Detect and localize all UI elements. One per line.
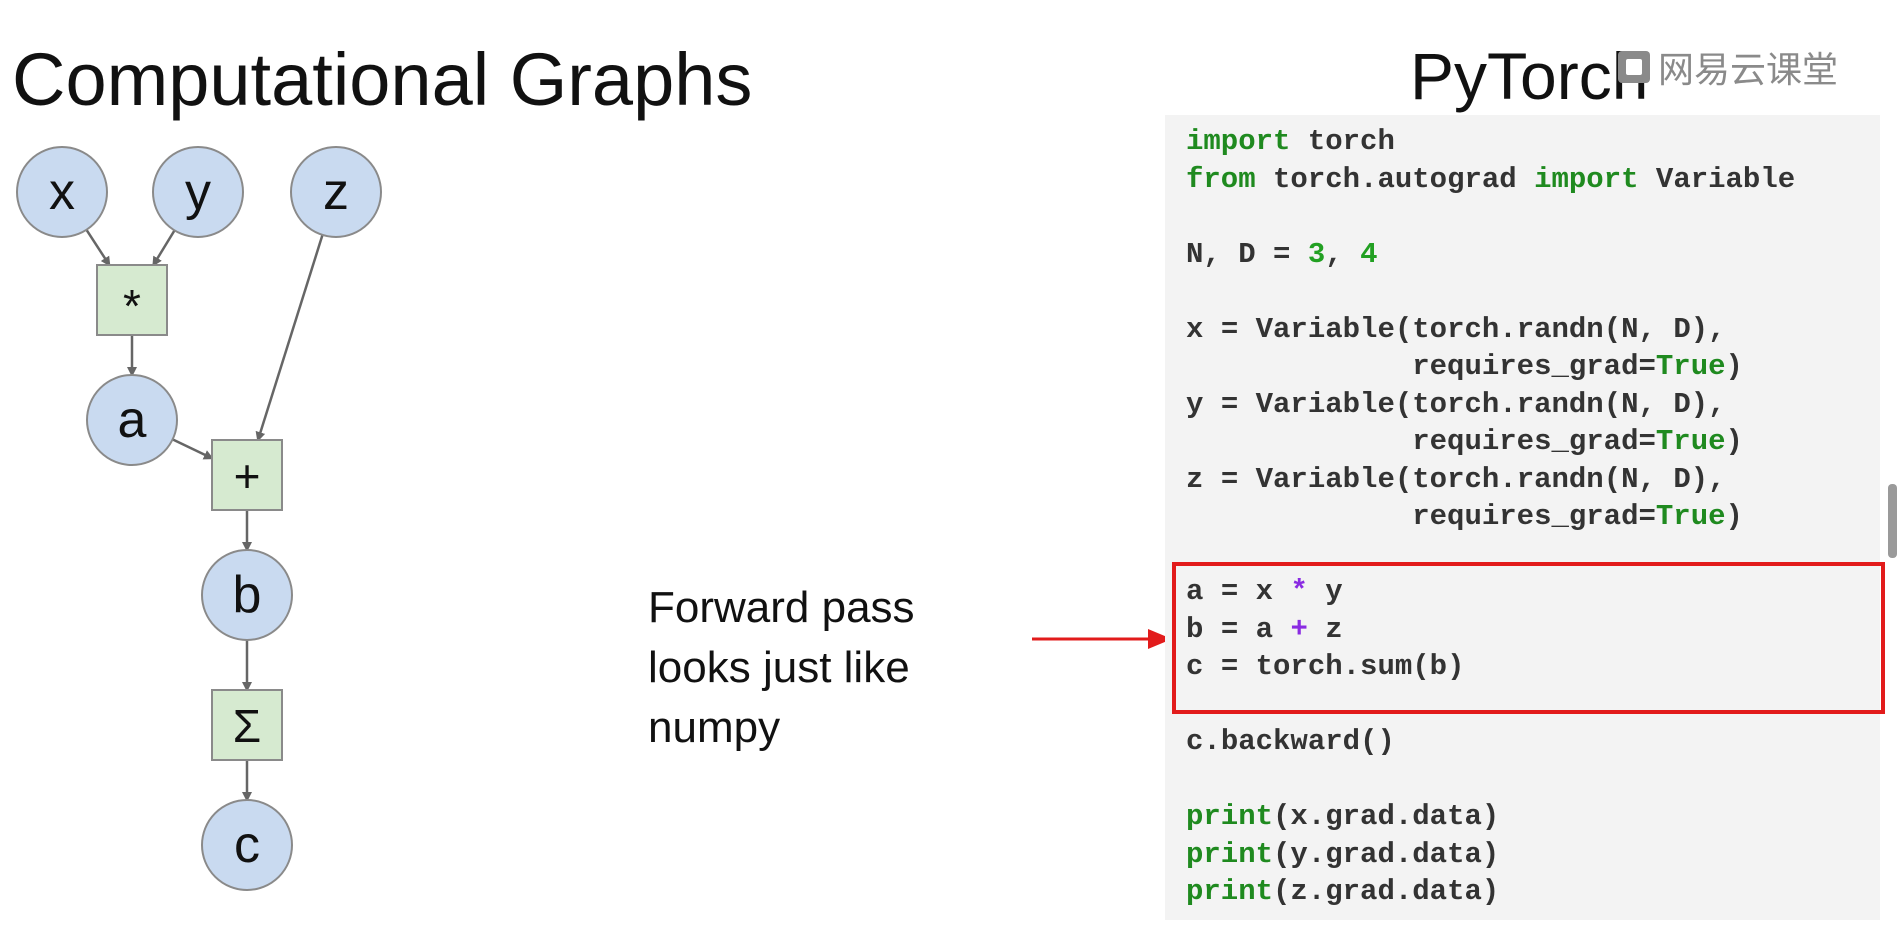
watermark-text: 网易云课堂 [1658, 49, 1839, 90]
graph-edge-a-to-add [172, 438, 214, 460]
graph-node-label: c [234, 816, 260, 874]
code-line: c.backward() [1186, 725, 1395, 758]
watermark-logo-icon [1618, 51, 1650, 83]
operation-node-mul: * [96, 264, 168, 336]
graph-node-label: Σ [233, 700, 261, 752]
graph-node-label: z [323, 163, 349, 221]
code-line: import torch [1186, 125, 1395, 158]
graph-node-label: x [49, 163, 75, 221]
variable-node-circle [86, 374, 178, 466]
slide-title: Computational Graphs [12, 38, 753, 121]
code-line: N, D = 3, 4 [1186, 237, 1378, 271]
graph-edges [85, 229, 324, 802]
red-arrow-icon [1032, 629, 1172, 649]
operation-node-box [96, 264, 168, 336]
code-line: from torch.autograd import Variable [1186, 162, 1796, 196]
annotation-line: looks just like [648, 643, 910, 692]
code-line: print(y.grad.data) [1186, 837, 1500, 871]
annotation-line: numpy [648, 703, 781, 752]
graph-edge-x-to-mul [85, 229, 111, 267]
code-line: a = x * y [1186, 575, 1343, 608]
code-line: c = torch.sum(b) [1186, 650, 1465, 683]
operation-node-box [211, 689, 283, 761]
code-line: z = Variable(torch.randn(N, D), [1186, 462, 1726, 496]
code-line: requires_grad=True) [1412, 425, 1743, 458]
code-line: requires_grad=True) [1412, 500, 1743, 533]
graph-node-label: * [123, 280, 141, 332]
slide-subtitle: PyTorch [1410, 39, 1649, 113]
operation-node-box [211, 439, 283, 511]
variable-node-circle [201, 549, 293, 641]
variable-node-circle [152, 146, 244, 238]
watermark: 网易云课堂 [1618, 40, 1838, 94]
variable-node-circle [290, 146, 382, 238]
variable-node-c: c [201, 799, 293, 891]
graph-nodes: x y z * a + bΣc [16, 146, 382, 891]
graph-edge-z-to-add [255, 234, 324, 442]
annotation-line: Forward pass [648, 583, 915, 632]
code-line: print(z.grad.data) [1186, 875, 1500, 908]
code-line: x = Variable(torch.randn(N, D), [1186, 312, 1726, 346]
variable-node-a: a [86, 374, 178, 466]
scroll-handle[interactable] [1888, 484, 1897, 558]
operation-node-sum: Σ [211, 689, 283, 761]
forward-pass-highlight-box [1172, 562, 1885, 714]
operation-node-add: + [211, 439, 283, 511]
variable-node-circle [201, 799, 293, 891]
graph-node-label: b [233, 566, 262, 624]
code-line: print(x.grad.data) [1186, 800, 1500, 833]
variable-node-x: x [16, 146, 108, 238]
code-line [1186, 273, 1795, 311]
graph-edge-y-to-mul [152, 229, 176, 267]
graph-node-label: y [185, 163, 211, 221]
code-block: import torch from torch.autograd import V… [1186, 123, 1795, 911]
computational-graph: x y z * a + bΣc [16, 146, 382, 891]
graph-node-label: a [118, 391, 147, 449]
variable-node-circle [16, 146, 108, 238]
code-line [1186, 198, 1795, 236]
code-line: y = Variable(torch.randn(N, D), [1186, 387, 1726, 421]
code-line [1186, 761, 1795, 799]
variable-node-b: b [201, 549, 293, 641]
variable-node-z: z [290, 146, 382, 238]
forward-pass-annotation: Forward pass looks just like numpy [648, 578, 988, 758]
code-line: b = a + z [1186, 612, 1343, 646]
code-line: requires_grad=True) [1412, 350, 1743, 383]
graph-node-label: + [234, 450, 261, 502]
code-panel [1165, 115, 1880, 920]
variable-node-y: y [152, 146, 244, 238]
